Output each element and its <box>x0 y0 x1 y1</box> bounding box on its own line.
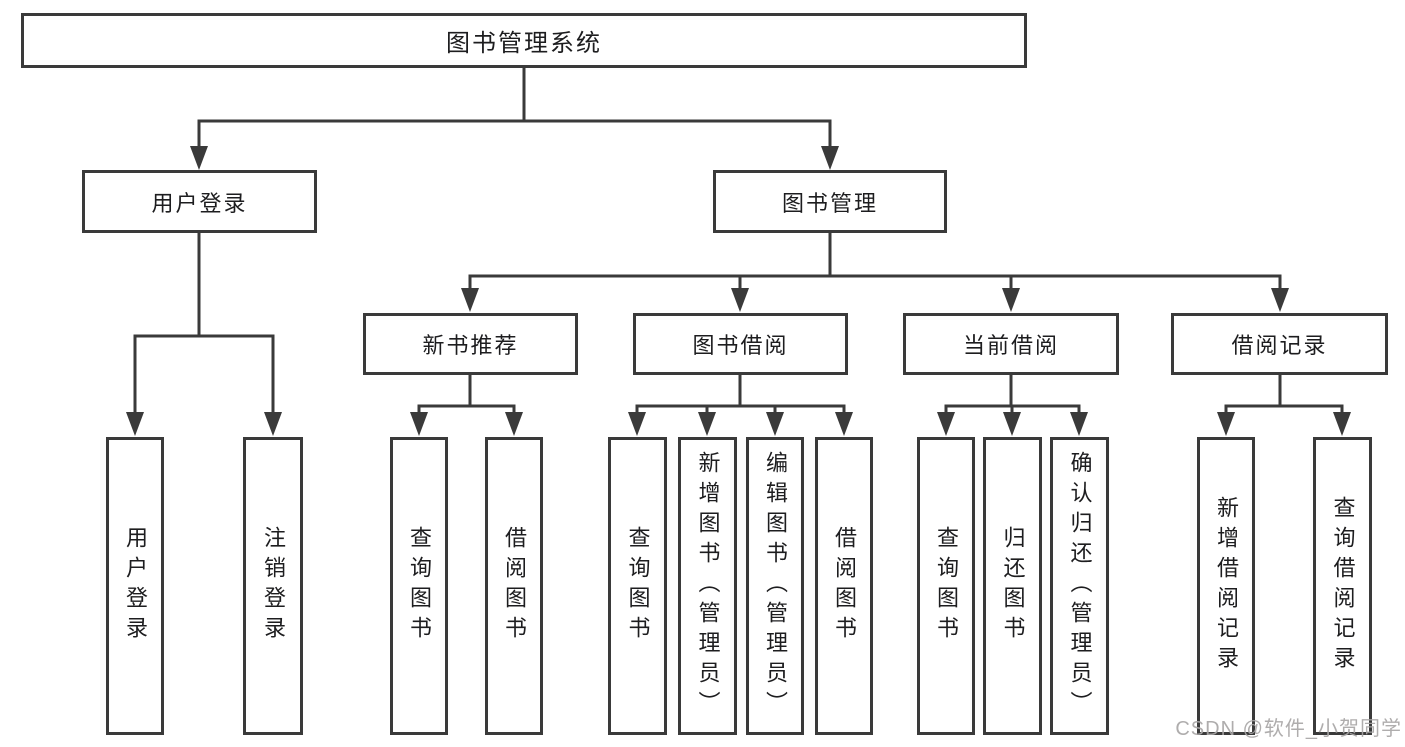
leaf-label: 查询图书 <box>934 526 959 646</box>
leaf-user-login: 用户登录 <box>106 437 164 735</box>
leaf-label: 新增图书（管理员） <box>695 451 721 721</box>
leaf-label: 借阅图书 <box>832 526 857 646</box>
leaf-label: 归还图书 <box>1000 526 1026 646</box>
node-book-management: 图书管理 <box>713 170 947 233</box>
leaf-confirm-return-admin: 确认归还（管理员） <box>1050 437 1109 735</box>
leaf-add-borrow-record: 新增借阅记录 <box>1197 437 1255 735</box>
node-borrowing-records: 借阅记录 <box>1171 313 1388 375</box>
node-book-borrowing: 图书借阅 <box>633 313 848 375</box>
node-label: 新书推荐 <box>422 333 519 358</box>
leaf-label: 查询借阅记录 <box>1330 496 1356 676</box>
leaf-query-books-1: 查询图书 <box>390 437 448 735</box>
node-label: 图书管理 <box>781 190 878 216</box>
leaf-query-books-3: 查询图书 <box>917 437 975 735</box>
leaf-borrow-books-1: 借阅图书 <box>485 437 543 735</box>
csdn-watermark: CSDN @软件_小贺同学 <box>1175 718 1402 740</box>
node-label: 当前借阅 <box>962 333 1059 358</box>
node-library-management-system: 图书管理系统 <box>21 13 1027 68</box>
leaf-return-books: 归还图书 <box>983 437 1042 735</box>
leaf-label: 用户登录 <box>123 526 148 646</box>
leaf-label: 查询图书 <box>625 526 651 646</box>
leaf-label: 新增借阅记录 <box>1214 496 1239 676</box>
leaf-add-books-admin: 新增图书（管理员） <box>678 437 737 735</box>
node-label: 图书管理系统 <box>446 30 602 57</box>
node-new-book-recommendation: 新书推荐 <box>363 313 578 375</box>
leaf-query-borrow-record: 查询借阅记录 <box>1313 437 1372 735</box>
leaf-label: 注销登录 <box>261 526 286 646</box>
leaf-query-books-2: 查询图书 <box>608 437 667 735</box>
node-label: 借阅记录 <box>1231 333 1328 358</box>
leaf-borrow-books-2: 借阅图书 <box>815 437 873 735</box>
leaf-logout: 注销登录 <box>243 437 303 735</box>
node-label: 用户登录 <box>151 190 248 216</box>
leaf-edit-books-admin: 编辑图书（管理员） <box>746 437 804 735</box>
node-label: 图书借阅 <box>692 333 789 358</box>
node-current-borrowing: 当前借阅 <box>903 313 1119 375</box>
leaf-label: 借阅图书 <box>502 526 527 646</box>
leaf-label: 确认归还（管理员） <box>1067 451 1093 721</box>
leaf-label: 编辑图书（管理员） <box>763 451 788 721</box>
node-user-login: 用户登录 <box>82 170 317 233</box>
leaf-label: 查询图书 <box>407 526 432 646</box>
